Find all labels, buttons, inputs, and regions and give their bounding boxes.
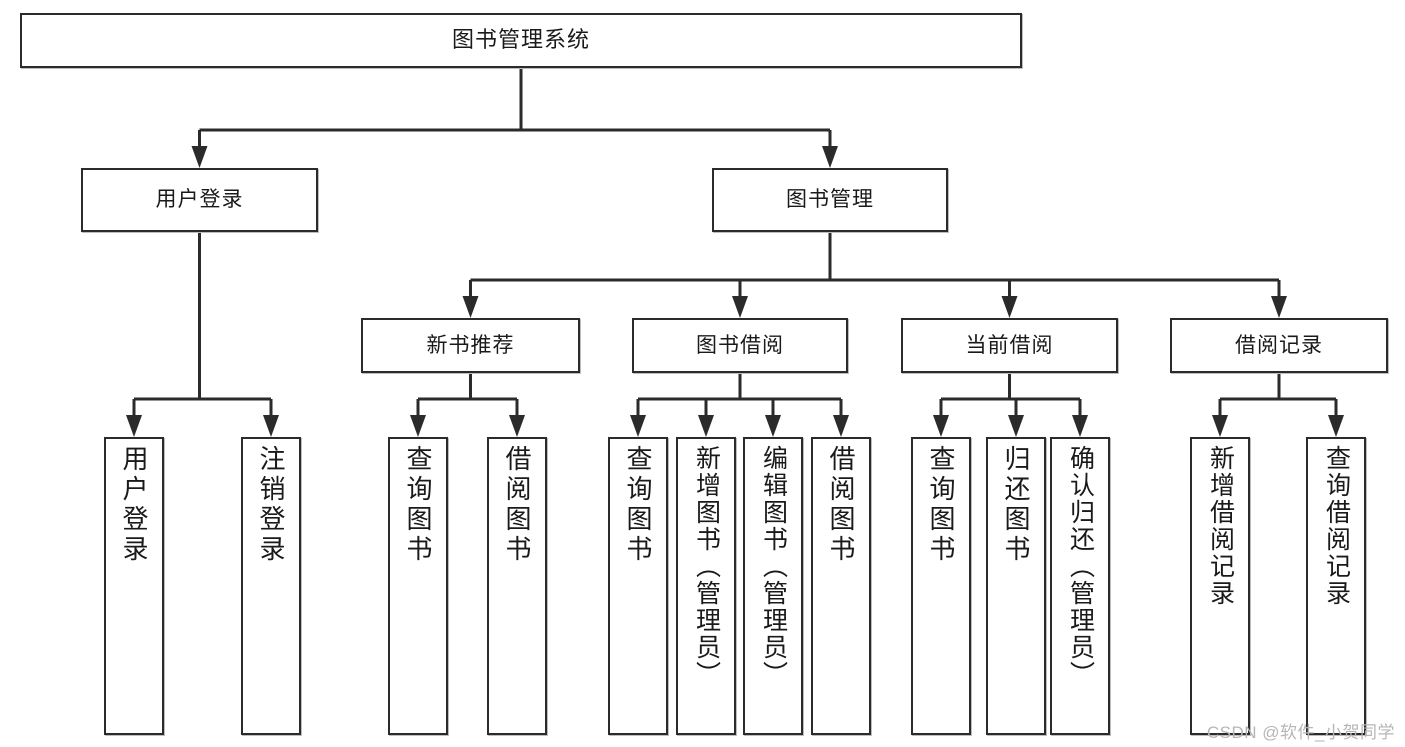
node-current-borrow-label: 当前借阅 (965, 333, 1054, 357)
node-leaf-query-record-label: 查询借阅记录 (1322, 445, 1351, 607)
node-root-label: 图书管理系统 (451, 27, 590, 53)
node-book-manage-label: 图书管理 (786, 188, 874, 212)
node-leaf-query-book-1[interactable]: 查询图书 (388, 437, 448, 735)
node-root[interactable]: 图书管理系统 (20, 13, 1022, 68)
node-leaf-logout-login-label: 注销登录 (256, 445, 286, 565)
node-leaf-query-book-3-label: 查询图书 (926, 445, 956, 565)
node-book-borrow-label: 图书借阅 (696, 333, 784, 357)
node-leaf-user-login[interactable]: 用户登录 (104, 437, 164, 735)
node-leaf-add-record-label: 新增借阅记录 (1206, 445, 1235, 607)
node-leaf-borrow-book-2[interactable]: 借阅图书 (811, 437, 871, 735)
node-leaf-borrow-book-2-label: 借阅图书 (826, 445, 856, 565)
node-leaf-return-book[interactable]: 归还图书 (986, 437, 1046, 735)
node-leaf-confirm-return-label: 确认归还（管理员） (1066, 445, 1095, 688)
node-new-book-rec-label: 新书推荐 (426, 333, 515, 357)
node-leaf-add-record[interactable]: 新增借阅记录 (1190, 437, 1250, 735)
node-leaf-query-book-3[interactable]: 查询图书 (911, 437, 971, 735)
node-user-login[interactable]: 用户登录 (81, 168, 318, 232)
node-leaf-return-book-label: 归还图书 (1001, 445, 1031, 565)
node-leaf-query-book-2-label: 查询图书 (623, 445, 653, 565)
node-leaf-edit-book-label: 编辑图书（管理员） (759, 445, 788, 688)
node-leaf-borrow-book-1[interactable]: 借阅图书 (487, 437, 547, 735)
node-leaf-query-record[interactable]: 查询借阅记录 (1306, 437, 1366, 735)
node-leaf-query-book-1-label: 查询图书 (403, 445, 433, 565)
node-borrow-record[interactable]: 借阅记录 (1170, 318, 1388, 373)
node-book-borrow[interactable]: 图书借阅 (632, 318, 848, 373)
node-leaf-user-login-label: 用户登录 (119, 445, 149, 565)
node-leaf-add-book[interactable]: 新增图书（管理员） (676, 437, 736, 735)
node-leaf-edit-book[interactable]: 编辑图书（管理员） (743, 437, 803, 735)
node-leaf-logout-login[interactable]: 注销登录 (241, 437, 301, 735)
node-user-login-label: 用户登录 (155, 188, 244, 212)
node-borrow-record-label: 借阅记录 (1235, 333, 1323, 357)
watermark-text: CSDN @软件_小贺同学 (1206, 723, 1395, 742)
node-leaf-query-book-2[interactable]: 查询图书 (608, 437, 668, 735)
node-leaf-add-book-label: 新增图书（管理员） (692, 445, 721, 688)
node-new-book-rec[interactable]: 新书推荐 (361, 318, 580, 373)
node-leaf-borrow-book-1-label: 借阅图书 (502, 445, 532, 565)
node-leaf-confirm-return[interactable]: 确认归还（管理员） (1050, 437, 1110, 735)
node-book-manage[interactable]: 图书管理 (712, 168, 948, 232)
node-current-borrow[interactable]: 当前借阅 (901, 318, 1118, 373)
